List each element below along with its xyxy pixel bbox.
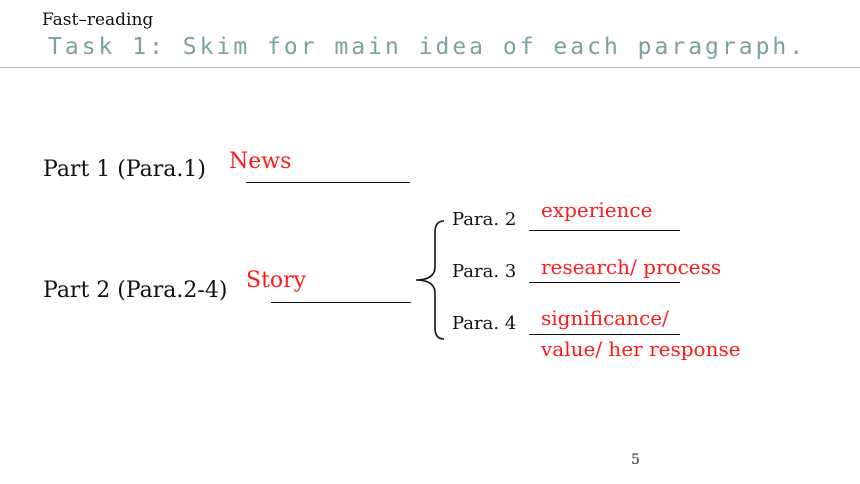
para-2-label: Para. 2 — [452, 209, 517, 230]
part-2-blank — [271, 302, 411, 303]
part-1-label: Part 1 (Para.1) — [43, 157, 206, 182]
para-4-label: Para. 4 — [452, 313, 517, 334]
para-2-blank — [529, 230, 680, 231]
task-title: Task 1: Skim for main idea of each parag… — [48, 34, 807, 60]
para-4-answer-line-1: significance/ — [541, 306, 669, 330]
para-4-blank — [529, 334, 680, 335]
para-3-label: Para. 3 — [452, 261, 517, 282]
para-3-blank — [529, 282, 680, 283]
part-2-answer: Story — [246, 268, 307, 293]
para-4-answer-line-2: value/ her response — [541, 337, 741, 361]
page-number: 5 — [631, 452, 640, 468]
header-divider — [0, 67, 860, 68]
curly-brace-icon — [415, 220, 445, 340]
para-2-answer: experience — [541, 198, 653, 222]
para-3-answer: research/ process — [541, 255, 722, 279]
section-label: Fast–reading — [42, 10, 154, 30]
part-1-blank — [246, 182, 410, 183]
part-2-label: Part 2 (Para.2-4) — [43, 278, 228, 303]
part-1-answer: News — [229, 149, 292, 174]
